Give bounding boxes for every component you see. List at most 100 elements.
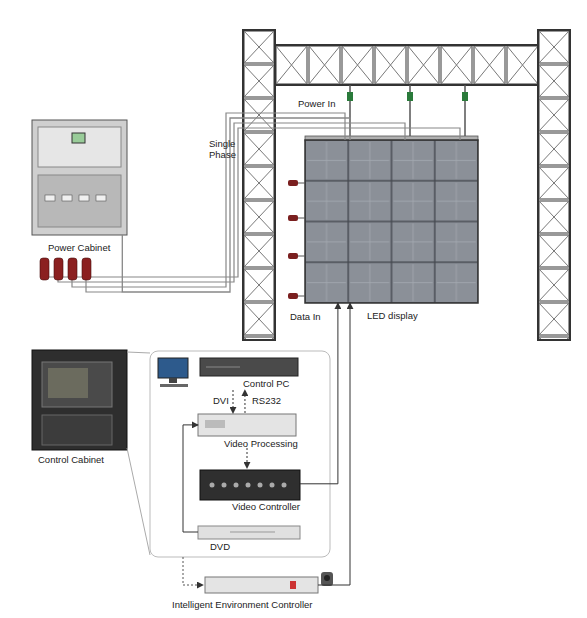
data-plug: [288, 293, 298, 299]
cabinet-panel: [42, 415, 112, 445]
led-screen: [305, 140, 478, 303]
connector: [244, 390, 245, 413]
plug: [68, 258, 77, 280]
device-detail: [205, 420, 225, 428]
device-node: Control PC: [155, 355, 300, 390]
power-cabinet: [32, 120, 127, 235]
device-label: Power Cabinet: [48, 242, 110, 253]
cabinet-panel: [38, 127, 121, 167]
connector: [300, 303, 338, 484]
video-processor: [198, 414, 296, 436]
switch: [62, 195, 72, 201]
callout-line: [127, 448, 150, 555]
annotation-label: Power In: [298, 98, 336, 109]
callout-line: [127, 352, 150, 353]
monitor: [158, 358, 188, 378]
knob: [270, 483, 275, 488]
annotation-label: Data In: [290, 311, 321, 322]
device-label: Control Cabinet: [38, 454, 104, 465]
connector: [233, 390, 234, 413]
knob: [222, 483, 227, 488]
connector: [247, 448, 248, 468]
data-plug: [288, 180, 298, 299]
data-wire: [298, 183, 305, 184]
device-node: Video Controller: [200, 468, 300, 512]
device-label: DVD: [210, 541, 230, 552]
environment-controller: [205, 577, 318, 593]
camera: [321, 572, 333, 586]
data-wire: [298, 296, 305, 297]
signal-label: RS232: [252, 395, 281, 406]
data-plug: [288, 253, 298, 259]
device-node: LED display: [305, 140, 478, 303]
device-label: Intelligent Environment Controller: [172, 599, 312, 610]
power-wire: [100, 113, 460, 287]
cabinet-screen: [48, 368, 88, 398]
device-node: Control Cabinet: [32, 350, 127, 450]
cable-tag: [462, 92, 468, 101]
device-label: LED display: [367, 310, 418, 321]
keyboard: [160, 384, 188, 387]
cable-tag: [407, 92, 413, 101]
dvd-player: [198, 526, 300, 539]
connector: [183, 425, 198, 532]
switch: [45, 195, 55, 201]
dotted-link: [183, 557, 203, 585]
power-wire: [100, 128, 460, 277]
device-node: Intelligent Environment Controller: [205, 575, 318, 595]
device-label: Control PC: [243, 378, 289, 389]
data-wire: [298, 218, 305, 219]
power-switch: [290, 581, 296, 589]
pc-case: [200, 358, 298, 376]
disc-slot: [230, 532, 275, 533]
plug: [82, 258, 91, 280]
switch: [96, 195, 106, 201]
knob: [258, 483, 263, 488]
switch: [45, 195, 106, 201]
cable-tag: [347, 92, 353, 101]
switch: [79, 195, 89, 201]
connector: [318, 303, 350, 585]
device-node: DVD: [198, 525, 300, 552]
data-wire: [298, 183, 305, 296]
camera-lens: [324, 575, 330, 581]
meter: [72, 133, 85, 143]
knob: [282, 483, 287, 488]
data-wire: [298, 256, 305, 257]
power-wire: [100, 113, 345, 287]
group-frame: [150, 351, 330, 557]
monitor-stand: [169, 378, 177, 383]
plug-cable: [58, 280, 100, 282]
device-node: Video Processing: [198, 413, 296, 448]
device-label: Video Controller: [232, 501, 300, 512]
pc-detail: [206, 367, 240, 368]
truss-tower: [243, 30, 275, 340]
annotation-label: Single Phase: [209, 138, 241, 160]
hanging-cable: [350, 85, 465, 140]
knob: [234, 483, 239, 488]
plug-cable: [86, 280, 122, 292]
plug: [54, 258, 63, 280]
plug: [40, 258, 49, 280]
power-wire: [100, 123, 405, 282]
truss-beam: [275, 45, 538, 85]
connector: [122, 118, 350, 292]
data-plug: [288, 180, 298, 186]
data-plug: [288, 215, 298, 221]
knob: [210, 483, 287, 488]
device-label: Video Processing: [224, 438, 298, 449]
device-node: Power Cabinet: [32, 120, 127, 235]
plug: [40, 258, 91, 280]
cabinet-panel: [38, 175, 121, 227]
cable-tag: [347, 92, 468, 101]
truss-tower: [538, 30, 570, 340]
cabinet-panel: [42, 362, 112, 407]
video-controller: [200, 470, 300, 500]
signal-label: DVI: [213, 395, 229, 406]
knob: [210, 483, 215, 488]
knob: [246, 483, 251, 488]
